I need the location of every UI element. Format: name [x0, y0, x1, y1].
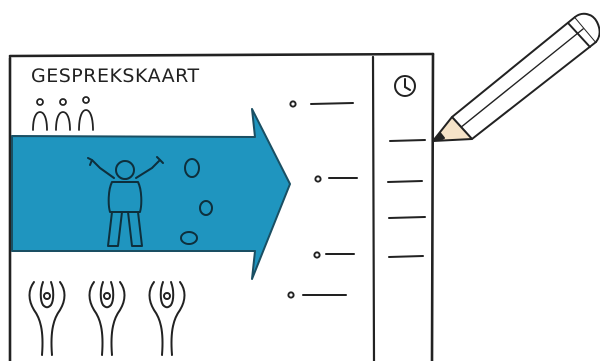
small-figure — [79, 97, 93, 130]
audience-figure-icon — [150, 282, 185, 355]
bullet-item — [288, 292, 346, 297]
small-figures-top — [33, 97, 93, 130]
audience-figures — [30, 282, 185, 355]
small-figure — [33, 99, 47, 130]
small-figure — [56, 99, 70, 130]
clock-icon — [395, 76, 415, 96]
bullet-item — [314, 252, 354, 257]
bullet-item — [315, 176, 357, 181]
audience-figure-icon — [90, 282, 125, 355]
bullet-item — [290, 101, 353, 106]
bullet-list — [288, 101, 357, 297]
right-column-lines — [388, 140, 425, 257]
audience-figure-icon — [30, 282, 65, 355]
pencil-icon — [433, 14, 600, 141]
card-title: GESPREKSKAART — [31, 65, 200, 87]
arrow-icon — [12, 109, 290, 279]
